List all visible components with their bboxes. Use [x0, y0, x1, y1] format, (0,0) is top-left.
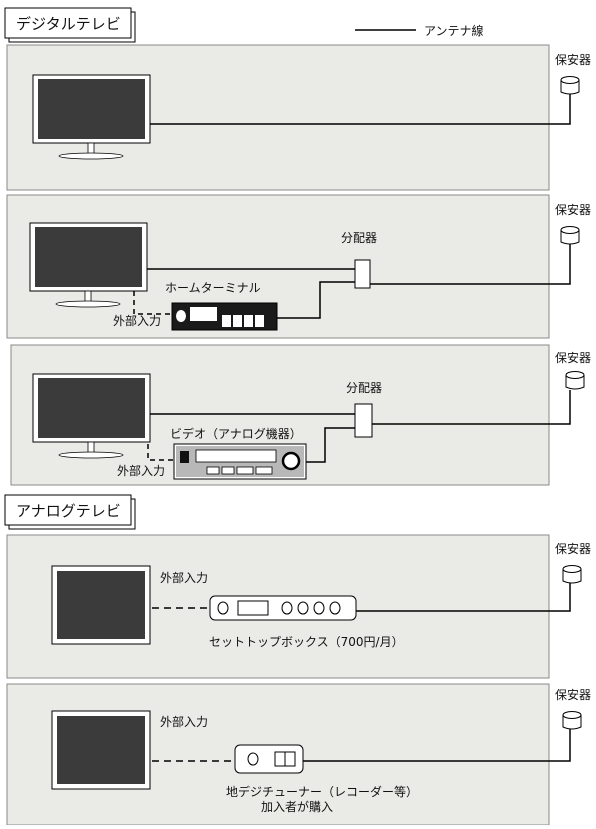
video-device	[173, 443, 307, 480]
splitter-icon	[354, 259, 371, 289]
external-input-label: 外部入力	[160, 570, 208, 585]
panel-digital-home-terminal: 分配器 保安器 外部入力 ホームターミナル	[6, 194, 591, 339]
protector-label: 保安器	[555, 52, 591, 67]
legend: アンテナ線	[355, 23, 484, 38]
antenna-cable	[356, 583, 571, 612]
protector-label: 保安器	[555, 350, 591, 365]
external-input-label: 外部入力	[117, 463, 165, 478]
panel-analog-set-top-box: 外部入力 保安器 セットトップボックス（700円/月）	[6, 534, 591, 679]
home-terminal-label: ホームターミナル	[165, 281, 261, 295]
protector-label: 保安器	[555, 541, 591, 556]
external-input-label: 外部入力	[160, 714, 208, 729]
external-input-cable	[133, 291, 172, 315]
splitter-label: 分配器	[346, 381, 382, 395]
home-terminal-device	[171, 302, 278, 331]
antenna-cable	[277, 281, 355, 319]
panel-analog-tuner: 外部入力 保安器 地デジチューナー（レコーダー等） 加入者が購入	[6, 683, 591, 826]
tuner-device	[234, 744, 304, 774]
protector-label: 保安器	[555, 202, 591, 217]
splitter-label: 分配器	[341, 231, 377, 245]
video-device-label: ビデオ（アナログ機器）	[170, 426, 302, 441]
panel-digital-video: 分配器 保安器 外部入力 ビデオ（アナログ機器）	[10, 344, 591, 486]
section-label-digital: デジタルテレビ	[4, 7, 136, 43]
set-top-box-device	[209, 595, 357, 621]
splitter-icon	[354, 403, 373, 438]
antenna-cable	[303, 729, 571, 762]
antenna-cable	[372, 390, 571, 425]
protector-icon	[560, 76, 580, 95]
protector-icon	[565, 371, 585, 390]
protector-label: 保安器	[555, 687, 591, 702]
section-title-digital: デジタルテレビ	[16, 15, 121, 33]
external-input-label: 外部入力	[113, 313, 161, 328]
protector-icon	[560, 226, 580, 245]
antenna-cable	[150, 94, 571, 125]
protector-icon	[562, 565, 582, 584]
tuner-label-line2: 加入者が購入	[261, 799, 333, 814]
section-label-analog: アナログテレビ	[4, 494, 136, 530]
crt-tv-icon	[51, 710, 151, 790]
legend-label: アンテナ線	[424, 23, 484, 38]
antenna-cable	[306, 427, 355, 463]
section-title-analog: アナログテレビ	[16, 502, 121, 520]
set-top-box-label: セットトップボックス（700円/月）	[209, 635, 404, 649]
crt-tv-icon	[51, 565, 151, 645]
antenna-cable	[370, 244, 571, 285]
panel-digital-direct: 保安器	[6, 44, 591, 191]
tuner-label-line1: 地デジチューナー（レコーダー等）	[226, 784, 418, 799]
protector-icon	[562, 711, 582, 730]
